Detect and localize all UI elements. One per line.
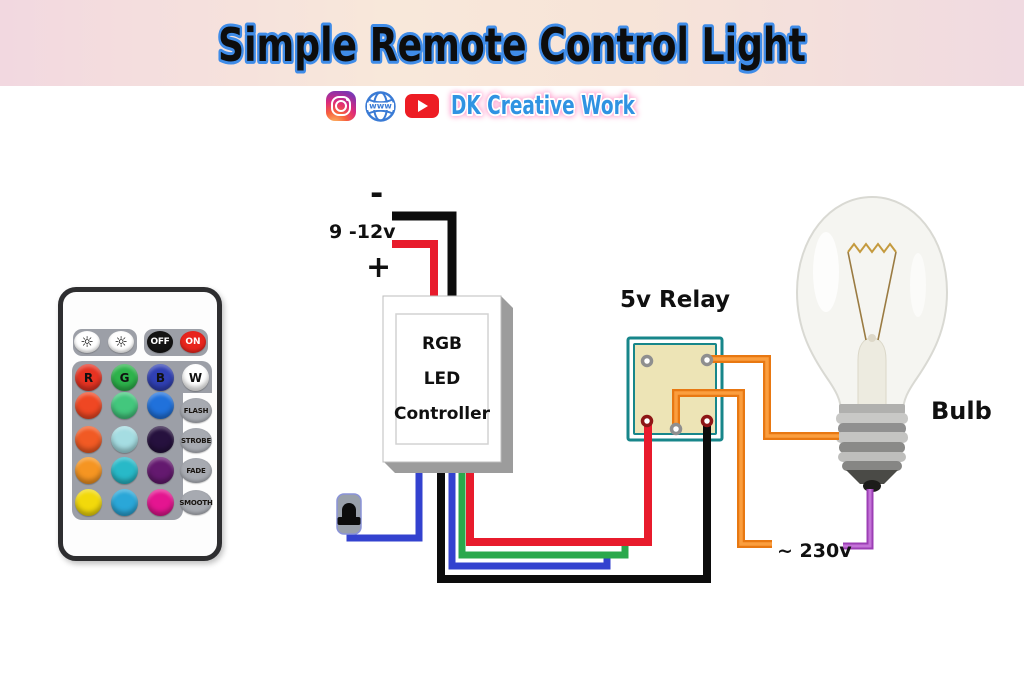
blue-button: B [147, 364, 174, 391]
screw-thread [838, 452, 906, 462]
label-bulb: Bulb [931, 397, 992, 425]
wire-orange-to-bulb [708, 355, 839, 440]
bulb-highlight [813, 232, 839, 312]
on-button: ON [180, 331, 206, 353]
white-button: W [182, 364, 209, 391]
fade-button: FADE [180, 458, 212, 483]
label-supply-voltage: 9 -12v [329, 221, 396, 243]
ir-led-dome [342, 503, 356, 518]
controller-label-line3: Controller [394, 404, 491, 424]
flash-button: FLASH [180, 398, 212, 423]
wire-purple-mains [843, 489, 874, 550]
brand-text: DK Creative Work [451, 91, 635, 121]
wire-purple-mains-core [843, 489, 872, 548]
color-key [147, 392, 174, 419]
filament-coil [847, 242, 897, 254]
relay-pin-bottom-left [640, 414, 654, 428]
label-plus: + [366, 250, 391, 285]
relay-pin-bottom-right [700, 414, 714, 428]
instagram-icon [326, 91, 356, 121]
remote-control: ☼ ☼ OFF ON R G B W FLASH STROBE FADE SMO… [58, 287, 222, 561]
color-key [75, 489, 102, 516]
wire-red-to-relay [466, 424, 652, 546]
wire-orange-mains-core [674, 391, 772, 546]
color-key [111, 426, 138, 453]
screw-thread [836, 413, 908, 424]
color-key [111, 392, 138, 419]
wire-blue-output [448, 455, 611, 570]
ir-receiver [336, 493, 362, 535]
color-key [75, 392, 102, 419]
screw-thread [838, 423, 906, 434]
green-button: G [111, 364, 138, 391]
ir-led-base [337, 517, 361, 525]
base-collar [839, 404, 905, 414]
light-bulb [795, 195, 949, 492]
stem-button [868, 334, 876, 342]
color-key [75, 426, 102, 453]
wire-orange-to-bulb-core [708, 357, 839, 438]
www-label: www [369, 100, 392, 110]
bulb-highlight-2 [910, 253, 926, 317]
controller-inner-border [395, 313, 489, 445]
social-row: www DK Creative Work [326, 86, 639, 126]
color-key [147, 489, 174, 516]
wire-black-to-relay [437, 424, 711, 583]
relay-pin-top-right [700, 353, 714, 367]
base-insulator [846, 470, 898, 484]
filament-support-right [877, 251, 897, 341]
relay-pin-top-left [640, 354, 654, 368]
header-banner: Simple Remote Control Light [0, 0, 1024, 86]
screw-thread [842, 461, 902, 471]
wire-supply-positive [392, 240, 438, 305]
color-key [111, 489, 138, 516]
controller-label-line2: LED [424, 369, 461, 389]
rgb-led-controller: RGB LED Controller [382, 295, 513, 473]
instagram-flash-dot [346, 98, 349, 101]
page-title-art: Simple Remote Control Light [215, 15, 809, 75]
youtube-icon [405, 94, 439, 118]
brand-art: DK Creative Work [449, 89, 637, 123]
youtube-play-triangle [418, 100, 428, 112]
screw-thread [839, 442, 905, 453]
label-mains-voltage: ~ 230v [777, 540, 852, 562]
page-title: Simple Remote Control Light [218, 18, 806, 72]
color-key [147, 457, 174, 484]
controller-front [382, 295, 502, 463]
brightness-up-button: ☼ [74, 331, 100, 353]
www-globe-icon: www [365, 90, 396, 122]
wire-supply-negative [392, 211, 457, 305]
color-key [111, 457, 138, 484]
instagram-camera-lens [335, 100, 347, 112]
label-relay: 5v Relay [620, 287, 730, 313]
wire-green-output [458, 455, 629, 559]
red-button: R [75, 364, 102, 391]
instagram-camera-frame [331, 96, 351, 116]
controller-label-line1: RGB [422, 334, 462, 354]
relay-pin-bottom-middle [669, 422, 683, 436]
smooth-button: SMOOTH [179, 490, 213, 515]
brightness-down-button: ☼ [108, 331, 134, 353]
label-minus: - [370, 174, 383, 212]
bulb-stem [857, 337, 887, 413]
off-button: OFF [147, 331, 173, 353]
color-key [147, 426, 174, 453]
screw-thread [836, 432, 908, 443]
color-key [75, 457, 102, 484]
strobe-button: STROBE [180, 428, 212, 453]
filament-support-left [847, 251, 867, 341]
